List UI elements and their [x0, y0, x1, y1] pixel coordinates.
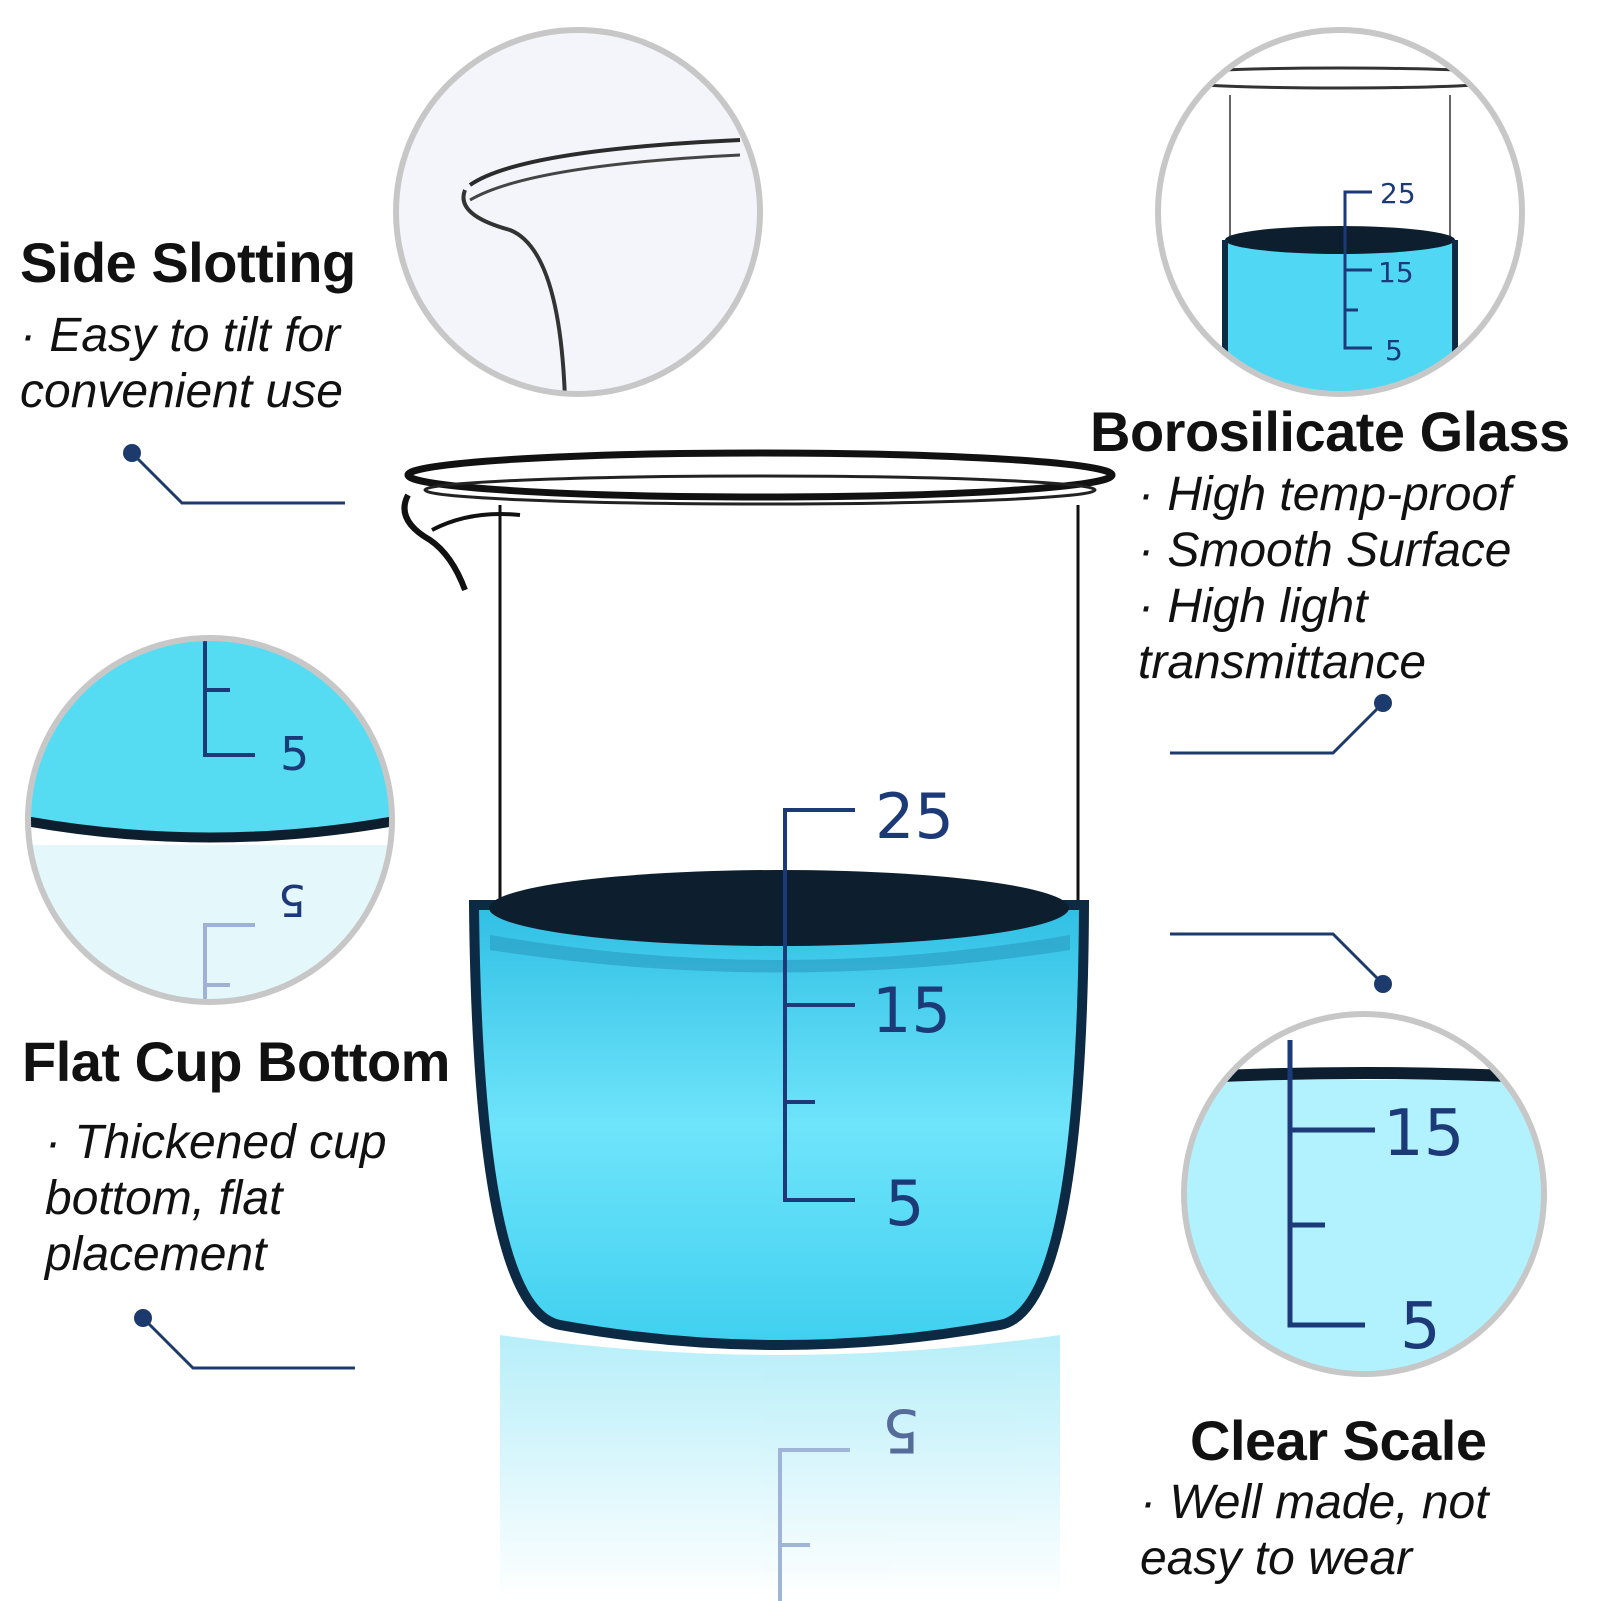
desc-line: transmittance	[1138, 636, 1427, 689]
side-slotting-description: · Easy to tilt for convenient use	[20, 308, 343, 420]
main-scale	[783, 808, 855, 1202]
main-scale-25: 25	[875, 780, 954, 853]
zoom-bottom-circle: 5 5	[25, 635, 395, 1005]
left-zoom-scale-5-reflection: 5	[278, 874, 306, 925]
top-zoom-scale-5: 5	[1385, 334, 1403, 367]
leader-dots	[123, 444, 1392, 1327]
desc-line: bottom, flat	[45, 1172, 283, 1225]
beaker-reflection: 5	[500, 1335, 1060, 1601]
leader-dot	[123, 444, 141, 462]
desc-line: · Thickened cup	[45, 1116, 387, 1169]
leader-dot	[1374, 975, 1392, 993]
desc-line: placement	[45, 1228, 267, 1281]
side-slotting-title: Side Slotting	[20, 231, 356, 294]
borosilicate-description: · High temp-proof · Smooth Surface · Hig…	[1138, 467, 1512, 691]
desc-line: convenient use	[20, 365, 343, 418]
desc-line: · Well made, not	[1140, 1476, 1489, 1529]
main-scale-5: 5	[885, 1167, 924, 1240]
leader-dot	[134, 1309, 152, 1327]
leader-side-slotting	[130, 451, 345, 505]
desc-line: easy to wear	[1140, 1532, 1413, 1585]
leader-clear-scale	[1170, 932, 1385, 986]
clear-scale-title: Clear Scale	[1190, 1409, 1487, 1472]
flat-bottom-title: Flat Cup Bottom	[22, 1030, 450, 1093]
bottom-zoom-scale-5: 5	[1400, 1290, 1441, 1364]
leader-flat-bottom	[141, 1316, 355, 1370]
zoom-scale-top-circle: 25 15 5	[1155, 27, 1525, 397]
main-beaker: 25 15 5	[401, 449, 1116, 1350]
desc-line: · Smooth Surface	[1138, 524, 1512, 577]
reflection-scale-5: 5	[882, 1395, 920, 1465]
leader-lines	[130, 451, 1385, 1370]
clear-scale-description: · Well made, not easy to wear	[1140, 1475, 1489, 1587]
bottom-zoom-scale-15: 15	[1383, 1097, 1464, 1171]
leader-dot	[1374, 694, 1392, 712]
left-zoom-scale-5: 5	[280, 727, 309, 781]
desc-line: · Easy to tilt for	[20, 309, 341, 362]
desc-line: · High light	[1138, 580, 1368, 633]
flat-bottom-description: · Thickened cup bottom, flat placement	[45, 1115, 387, 1283]
zoom-scale-bottom-circle: 15 5	[1181, 1011, 1547, 1377]
top-zoom-scale-15: 15	[1378, 256, 1414, 289]
top-zoom-scale-25: 25	[1380, 177, 1416, 210]
zoom-spout-circle	[393, 27, 763, 397]
main-scale-15: 15	[872, 974, 951, 1047]
leader-borosilicate	[1170, 701, 1385, 755]
desc-line: · High temp-proof	[1138, 468, 1512, 521]
borosilicate-title: Borosilicate Glass	[1090, 400, 1570, 463]
